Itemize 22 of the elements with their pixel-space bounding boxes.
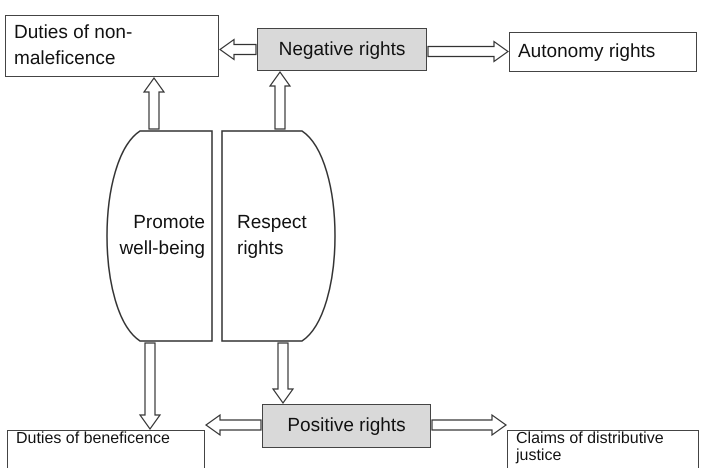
claims-box <box>507 430 699 468</box>
hollow-arrow <box>268 70 292 130</box>
node-label: Negative rights <box>278 38 406 62</box>
hollow-arrow <box>204 414 262 436</box>
node-label: Autonomy rights <box>518 40 656 64</box>
node-label: Promote well-being <box>118 211 205 261</box>
rights-box <box>262 404 431 448</box>
duty-box <box>7 430 205 468</box>
node-label: Claims of distributive justice <box>516 431 665 465</box>
hollow-arrow <box>142 76 166 130</box>
hollow-arrow <box>431 414 508 436</box>
node-label: Respect rights <box>236 211 308 261</box>
hollow-arrow <box>138 342 162 430</box>
duty-box <box>5 15 219 77</box>
rights-box <box>509 32 697 72</box>
node-label: Positive rights <box>287 414 406 438</box>
node-label: Duties of non-maleficence <box>14 21 134 71</box>
rights-box <box>257 28 427 71</box>
hollow-arrow <box>272 342 294 404</box>
hollow-arrow <box>218 38 257 61</box>
hollow-arrow <box>427 40 510 63</box>
node-label: Duties of beneficence <box>16 431 170 448</box>
